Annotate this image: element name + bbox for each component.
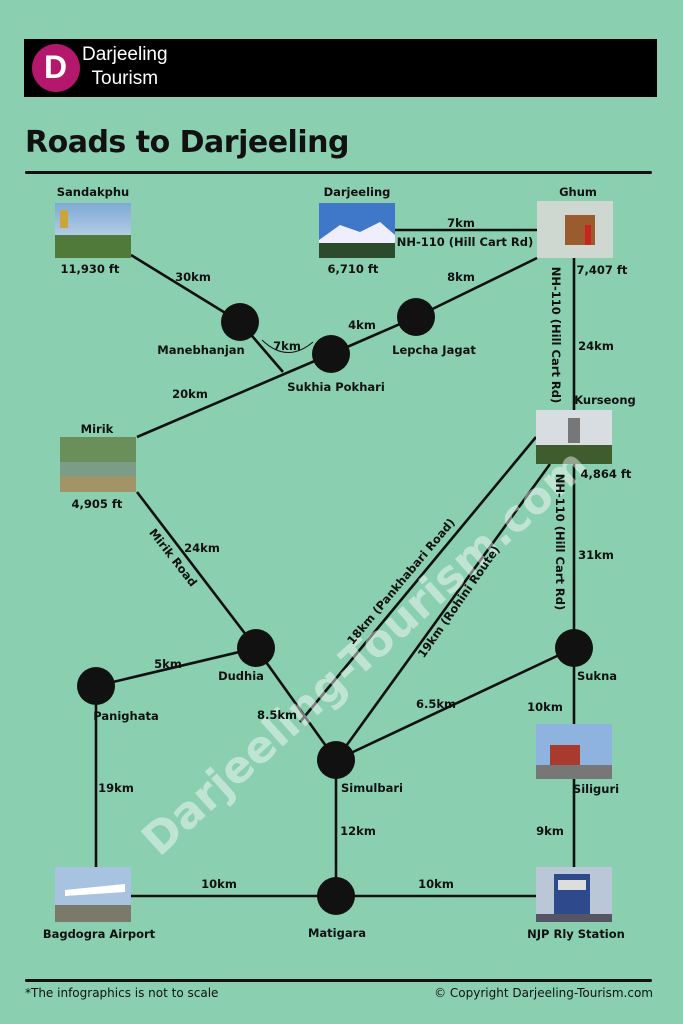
watermark: Darjeeling-Tourism.com xyxy=(132,439,598,866)
road-lepcha-ghum xyxy=(415,256,538,319)
place-labels: Sandakphu 11,930 ft Darjeeling 6,710 ft … xyxy=(43,185,636,941)
dist-bagdogra-matigara: 10km xyxy=(201,877,237,891)
alt-darjeeling: 6,710 ft xyxy=(328,262,379,276)
title-divider xyxy=(25,171,652,174)
label-bagdogra-airport: Bagdogra Airport xyxy=(43,927,156,941)
road-simulbari-sukna xyxy=(335,646,575,762)
photo-sandakphu xyxy=(55,203,131,258)
label-manebhanjan: Manebhanjan xyxy=(157,343,244,357)
road-name-ghum-kurseong: NH-110 (Hill Cart Rd) xyxy=(549,267,563,403)
road-name-kurseong-sukna: NH-110 (Hill Cart Rd) xyxy=(553,474,567,610)
label-sandakphu: Sandakphu xyxy=(57,185,129,199)
label-kurseong: Kurseong xyxy=(574,393,636,407)
node-manebhanjan xyxy=(221,303,259,341)
distance-arc xyxy=(261,339,314,353)
dist-simulbari-matigara: 12km xyxy=(340,824,376,838)
dist-darjeeling-ghum: 7km xyxy=(447,216,475,230)
dist-sukhia-lepcha: 4km xyxy=(348,318,376,332)
photos xyxy=(55,201,613,922)
dist-matigara-njp: 10km xyxy=(418,877,454,891)
label-dudhia: Dudhia xyxy=(218,669,264,683)
photo-darjeeling xyxy=(319,203,395,258)
road-pankhabari xyxy=(298,436,538,723)
dist-mirik-dudhia: 24km xyxy=(184,541,220,555)
photo-siliguri xyxy=(536,724,612,779)
label-matigara: Matigara xyxy=(308,926,366,940)
node-sukna xyxy=(555,629,593,667)
alt-sandakphu: 11,930 ft xyxy=(61,262,120,276)
road-mirik-dudhia xyxy=(135,491,258,649)
dist-simulbari-sukna: 6.5km xyxy=(416,697,456,711)
label-simulbari: Simulbari xyxy=(341,781,403,795)
page-title: Roads to Darjeeling xyxy=(25,125,349,160)
label-darjeeling: Darjeeling xyxy=(324,185,391,199)
dist-panighata-bagdogra: 19km xyxy=(98,781,134,795)
dist-mirik-sukhia: 20km xyxy=(172,387,208,401)
road-dudhia-simulbari xyxy=(254,647,338,761)
label-panighata: Panighata xyxy=(93,709,158,723)
road-rohini xyxy=(334,463,552,761)
label-sukna: Sukna xyxy=(577,669,617,683)
label-njp-station: NJP Rly Station xyxy=(527,927,625,941)
label-sukhia-pokhari: Sukhia Pokhari xyxy=(287,380,385,394)
alt-ghum: 7,407 ft xyxy=(577,263,628,277)
dist-sandakphu-manebhanjan: 30km xyxy=(175,270,211,284)
dist-manebhanjan-sukhia: 7km xyxy=(273,339,301,353)
dist-lepcha-ghum: 8km xyxy=(447,270,475,284)
road-name-darjeeling-ghum: NH-110 (Hill Cart Rd) xyxy=(397,235,533,249)
dist-dudhia-simulbari: 8.5km xyxy=(257,708,297,722)
node-dudhia xyxy=(237,629,275,667)
road-mirik-sukhia xyxy=(136,352,332,439)
photo-ghum xyxy=(537,201,613,258)
node-simulbari xyxy=(317,741,355,779)
node-sukhia-pokhari xyxy=(312,335,350,373)
dist-sukna-siliguri: 10km xyxy=(527,700,563,714)
node-lepcha-jagat xyxy=(397,298,435,336)
road-name-mirik-dudhia: Mirik Road xyxy=(146,526,200,589)
label-lepcha-jagat: Lepcha Jagat xyxy=(392,343,476,357)
footer-divider xyxy=(25,979,652,982)
road-sandakphu-manebhanjan xyxy=(130,253,241,324)
photo-njp xyxy=(536,867,612,922)
node-panighata xyxy=(77,667,115,705)
footer-note: *The infographics is not to scale xyxy=(25,986,219,1000)
dist-kurseong-sukna: 31km xyxy=(578,548,614,562)
dist-ghum-kurseong: 24km xyxy=(578,339,614,353)
road-panighata-dudhia xyxy=(95,646,257,688)
node-matigara xyxy=(317,877,355,915)
photo-bagdogra xyxy=(55,867,131,922)
dist-panighata-dudhia: 5km xyxy=(154,657,182,671)
label-ghum: Ghum xyxy=(559,185,597,199)
footer-copyright: © Copyright Darjeeling-Tourism.com xyxy=(434,986,653,1000)
logo: D xyxy=(32,44,80,92)
alt-kurseong: 4,864 ft xyxy=(581,467,632,481)
dist-siliguri-njp: 9km xyxy=(536,824,564,838)
junction-nodes xyxy=(77,298,593,915)
photo-kurseong xyxy=(536,410,612,464)
label-siliguri: Siliguri xyxy=(573,782,619,796)
label-mirik: Mirik xyxy=(81,422,114,436)
photo-mirik xyxy=(60,437,136,492)
alt-mirik: 4,905 ft xyxy=(72,497,123,511)
